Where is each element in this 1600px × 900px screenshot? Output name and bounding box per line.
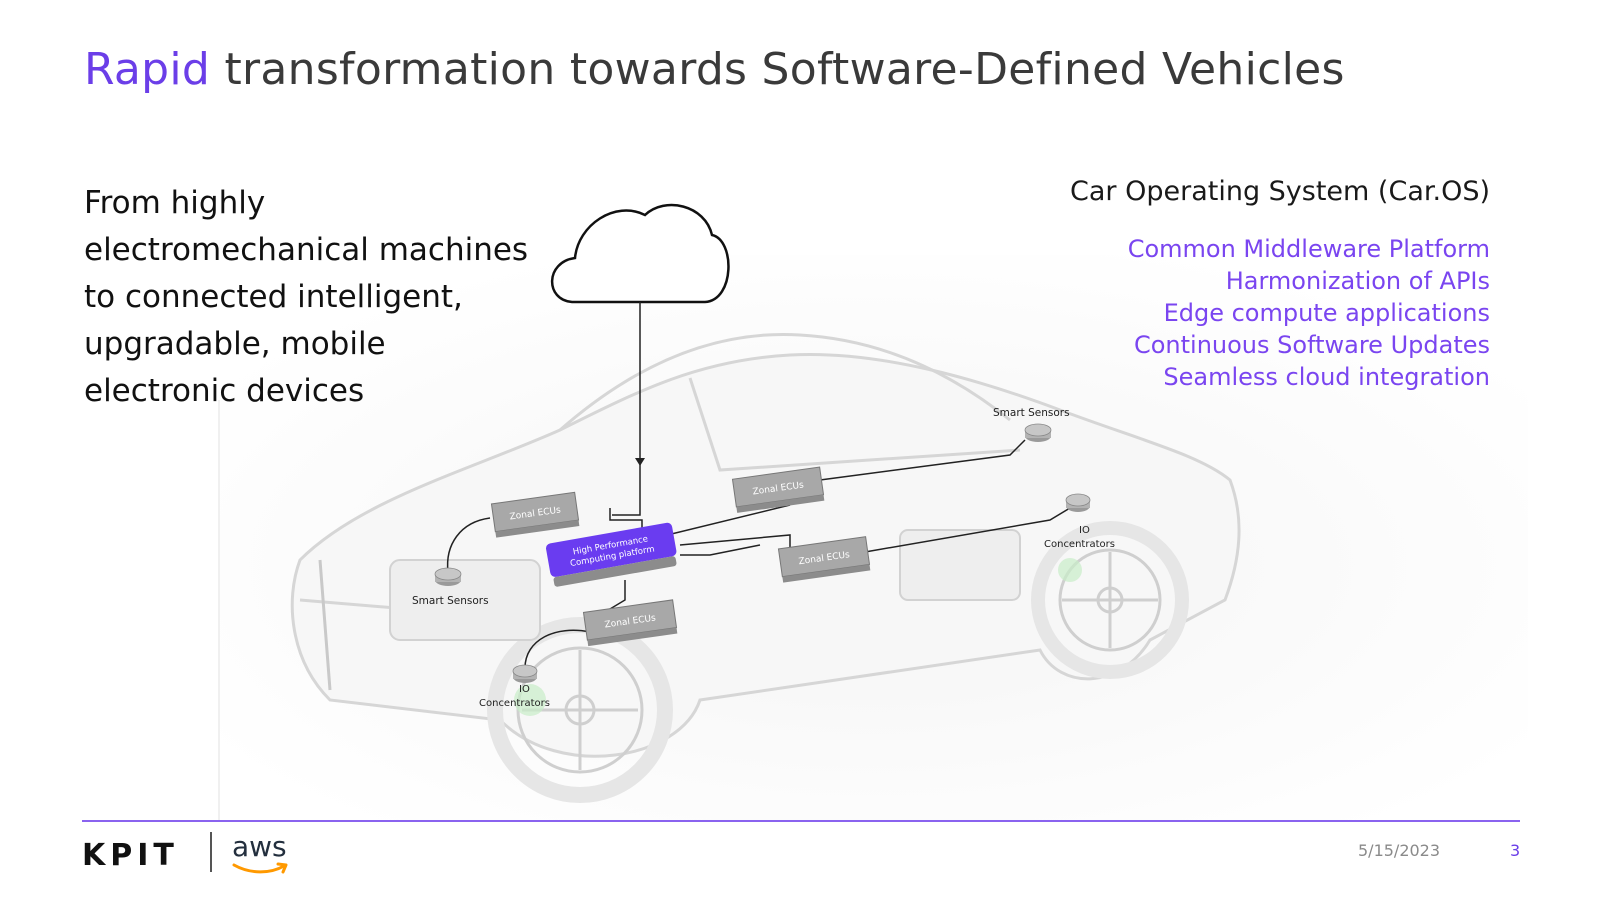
slide-date: 5/15/2023 <box>1358 841 1441 860</box>
feature-item: Harmonization of APIs <box>1225 267 1490 295</box>
car-os-heading: Car Operating System (Car.OS) <box>1070 176 1490 207</box>
zonal-ecu-2: Zonal ECUs <box>731 466 825 513</box>
feature-item: Continuous Software Updates <box>1133 331 1490 359</box>
smart-sensor-rear <box>1024 423 1052 442</box>
smart-sensors-label-rear: Smart Sensors <box>993 407 1070 419</box>
car-os-panel: Car Operating System (Car.OS) Common Mid… <box>1070 176 1490 393</box>
intro-text: From highly electromechanical machines t… <box>84 185 529 409</box>
aws-logo: aws <box>232 830 288 874</box>
rear-wheel <box>1031 521 1189 679</box>
zonal-ecu-4: Zonal ECUs <box>582 599 678 647</box>
io-label-front-line1: IO <box>519 684 530 695</box>
smart-sensors-label-front: Smart Sensors <box>412 595 489 607</box>
kpit-logo: KPIT <box>82 838 179 873</box>
feature-item: Common Middleware Platform <box>1127 235 1490 263</box>
io-concentrator-rear <box>1065 493 1091 512</box>
footer-divider <box>82 820 1520 822</box>
feature-item: Seamless cloud integration <box>1163 363 1490 391</box>
zonal-ecu-1: Zonal ECUs <box>490 491 580 538</box>
page-number: 3 <box>1510 841 1521 860</box>
logo-separator <box>210 832 212 872</box>
title-rest: transformation towards Software-Defined … <box>210 44 1345 95</box>
io-label-rear-line1: IO <box>1079 525 1090 536</box>
aws-logo-text: aws <box>232 830 287 863</box>
front-wheel <box>487 617 673 803</box>
io-label-front-line2: Concentrators <box>479 698 550 709</box>
io-label-rear-line2: Concentrators <box>1044 539 1115 550</box>
battery-pack <box>899 529 1021 601</box>
cloud-icon <box>550 203 730 304</box>
io-concentrator-front <box>512 664 538 683</box>
title-accent: Rapid <box>84 44 211 95</box>
slide-title: Rapid transformation towards Software-De… <box>84 44 1345 95</box>
zonal-ecu-3: Zonal ECUs <box>777 536 871 583</box>
hpc-platform: High Performance Computing platform <box>546 522 677 587</box>
car-os-feature-list: Common Middleware Platform Harmonization… <box>1070 233 1490 393</box>
aws-smile-icon <box>232 862 288 874</box>
smart-sensor-front <box>434 567 462 586</box>
engine-block <box>389 559 541 641</box>
feature-item: Edge compute applications <box>1163 299 1490 327</box>
